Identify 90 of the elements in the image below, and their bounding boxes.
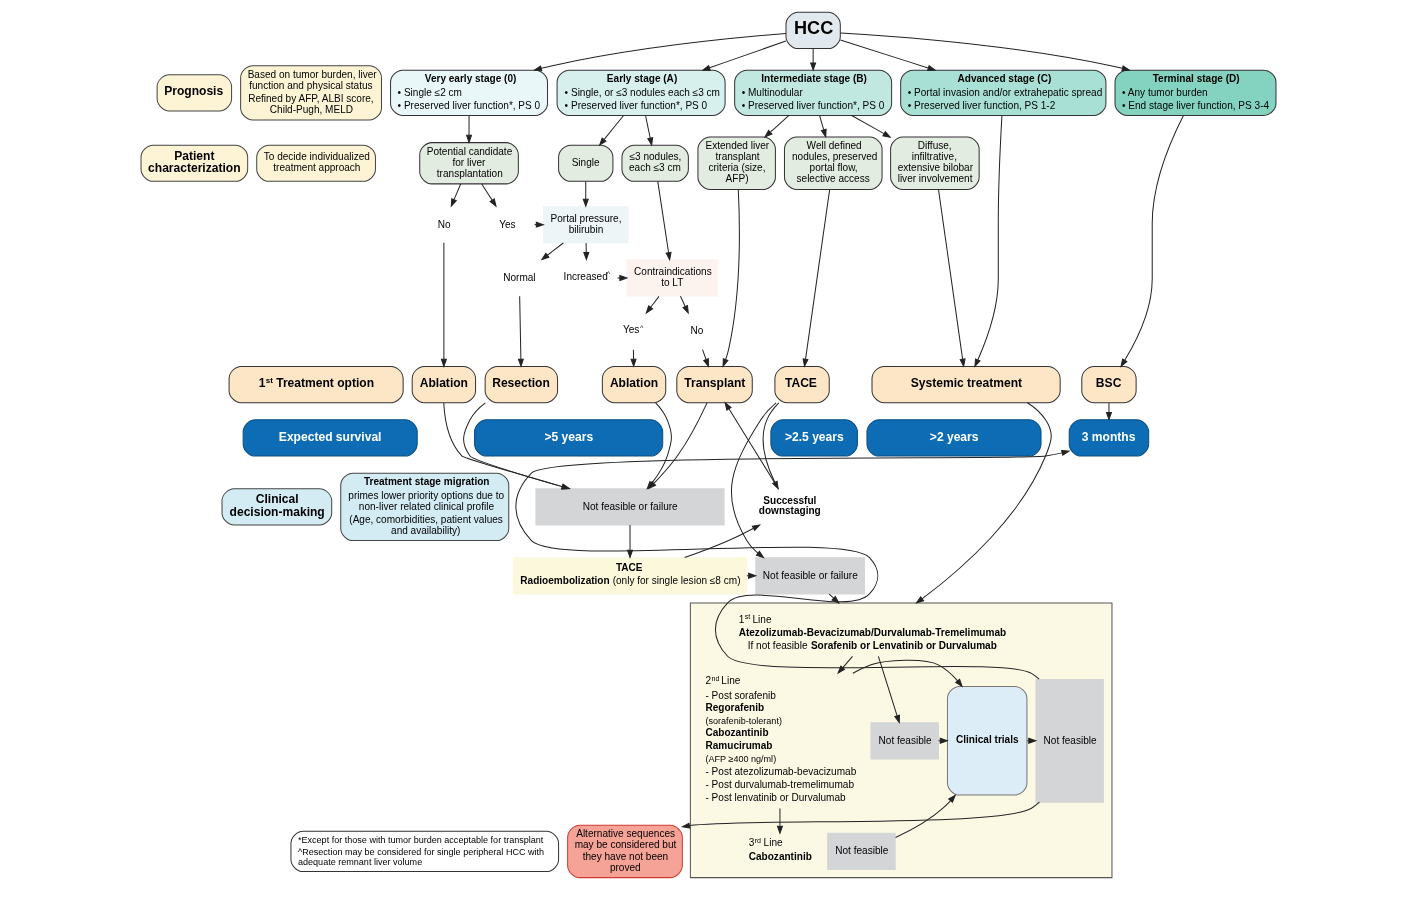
arrow bbox=[440, 242, 448, 368]
node-text: Successful downstaging bbox=[758, 494, 821, 516]
arrow bbox=[819, 114, 827, 139]
arrow bbox=[840, 32, 1131, 72]
node-box: *Except for those with tumor burden acceptable for transplant ^Resection may be considered for single peripheral HCC with adequate remnant liver volume bbox=[290, 830, 560, 873]
arrow bbox=[1026, 737, 1038, 744]
node-box: 1$^{st}$ Treatment option bbox=[228, 366, 404, 404]
node-box: >5 years bbox=[474, 419, 664, 457]
arrow bbox=[1105, 402, 1113, 422]
arrow bbox=[722, 188, 740, 368]
node-box: ≤3 nodules, each ≤3 cm bbox=[621, 144, 689, 182]
arrow bbox=[481, 183, 497, 208]
node-box: Transplant bbox=[676, 366, 753, 404]
node-text: Increased$^{^}$ bbox=[563, 270, 611, 282]
node-text: Normal bbox=[503, 271, 536, 283]
arrow bbox=[802, 188, 831, 368]
arrow bbox=[974, 115, 1003, 368]
node-box: Terminal stage (D) • Any tumor burden • End stage liver function, PS 3-4 bbox=[1114, 69, 1277, 116]
arrow bbox=[517, 295, 525, 368]
node-box: 3 months bbox=[1068, 419, 1150, 457]
node-box: Intermediate stage (B) • Multinodular • Preserved liver function*, PS 0 bbox=[734, 69, 893, 116]
node-box: Ablation bbox=[411, 366, 477, 404]
node-box: BSC bbox=[1081, 366, 1137, 404]
arrow bbox=[583, 242, 590, 262]
node-box: Prognosis bbox=[156, 74, 233, 112]
arrow bbox=[895, 794, 957, 838]
node-box: Early stage (A) • Single, or ≤3 nodules each ≤3 cm • Preserved liver function*, PS 0 bbox=[556, 69, 726, 116]
node-box: HCC bbox=[785, 11, 841, 50]
node-box: >2 years bbox=[866, 419, 1042, 457]
arrow bbox=[540, 242, 564, 261]
arrow bbox=[532, 32, 787, 72]
node-box: Extended liver transplant criteria (size, AFP) bbox=[697, 136, 776, 190]
arrow bbox=[915, 402, 1052, 604]
arrow bbox=[776, 807, 784, 835]
arrow bbox=[515, 449, 1071, 680]
node-box: Systemic treatment bbox=[871, 366, 1061, 404]
arrow bbox=[617, 274, 629, 282]
arrow bbox=[839, 39, 937, 71]
node-text: 3$^{rd}$ Line Cabozantinib bbox=[748, 836, 812, 862]
node-box: Ablation bbox=[601, 366, 667, 404]
arrow bbox=[852, 659, 963, 688]
node-box: Not feasible or failure bbox=[755, 557, 865, 595]
node-box: Not feasible bbox=[827, 832, 896, 871]
arrow bbox=[645, 295, 660, 315]
arrow bbox=[684, 524, 762, 559]
node-box: TACE bbox=[774, 366, 830, 404]
node-text: 2$^{nd}$ Line - Post sorafenib Regorafenib (sorafenib-tolerant) Cabozantinib Ramucirumab (AFP ≥400 ng/ml) - Post atezolizumab-bevacizumab - Post durvalumab-tremelimumab - Post lenvatinib or Durvalumab bbox=[705, 674, 857, 804]
arrow bbox=[450, 183, 462, 208]
node-box: Based on tumor burden, liver function and physical status Refined by AFP, ALBI score, Child-Pugh, MELD bbox=[240, 65, 382, 121]
node-box: Diffuse, infiltrative, extensive bilobar liver involvement bbox=[890, 136, 980, 190]
node-box: Very early stage (0) • Single ≤2 cm • Preserved liver function*, PS 0 bbox=[390, 69, 548, 116]
arrow bbox=[582, 180, 589, 208]
arrow bbox=[702, 349, 709, 368]
arrow bbox=[465, 114, 473, 144]
node-box: Potential candidate for liver transplantation bbox=[419, 142, 519, 185]
arrow bbox=[645, 114, 654, 147]
node-box: Clinical decision-making bbox=[221, 488, 333, 526]
arrow bbox=[828, 593, 840, 604]
arrow bbox=[680, 801, 1040, 829]
arrow bbox=[657, 180, 672, 262]
node-box: Resection bbox=[484, 366, 559, 404]
node-text: 1$^{st}$ Line Atezolizumab-Bevacizumab/Durvalumab-Tremelimumab If not feasible Sorafenib or Lenvatinib or Durvalumab bbox=[738, 613, 1007, 651]
node-text: Yes bbox=[499, 218, 516, 230]
arrow bbox=[877, 655, 900, 724]
node-text: Yes$^{^}$ bbox=[622, 323, 644, 336]
node-box: Advanced stage (C) • Portal invasion and/or extrahepatic spread • Preserved liver function, PS 1-2 bbox=[900, 69, 1107, 116]
node-box: Treatment stage migration primes lower priority options due to non-liver related clinical profile (Age, comorbidities, patient values and availability) bbox=[340, 472, 510, 542]
node-box: Patient characterization bbox=[140, 144, 249, 182]
node-box: >2.5 years bbox=[770, 419, 858, 457]
node-text: No bbox=[437, 218, 451, 230]
arrow bbox=[701, 40, 787, 71]
arrow bbox=[679, 295, 689, 315]
arrow bbox=[763, 114, 790, 138]
node-box: Well defined nodules, preserved portal flow, selective access bbox=[783, 136, 883, 190]
arrow bbox=[837, 655, 854, 675]
node-box: Expected survival bbox=[242, 419, 418, 457]
node-box: Not feasible or failure bbox=[535, 488, 725, 526]
arrow bbox=[630, 349, 637, 368]
node-box: Alternative sequences may be considered but they have not been proved bbox=[567, 824, 683, 879]
node-text: No bbox=[690, 325, 704, 337]
arrow bbox=[851, 114, 892, 138]
arrow bbox=[809, 48, 817, 72]
arrow bbox=[1120, 115, 1184, 368]
arrow bbox=[598, 114, 625, 147]
arrow bbox=[937, 188, 966, 368]
node-box: Portal pressure, bilirubin bbox=[543, 206, 629, 244]
node-box: To decide individualized treatment approach bbox=[256, 144, 376, 182]
node-box: Single bbox=[558, 144, 614, 182]
node-box: Not feasible bbox=[1035, 678, 1104, 803]
node-box: Contraindications to LT bbox=[626, 259, 719, 297]
